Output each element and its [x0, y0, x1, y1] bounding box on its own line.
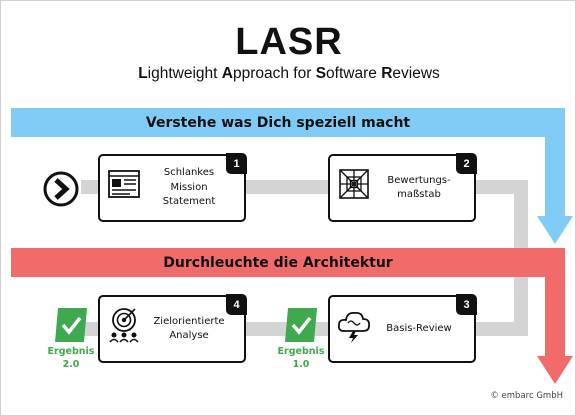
chevron-right-circle-icon — [43, 171, 79, 207]
subtitle-initial-l: L — [138, 65, 148, 82]
step-4-targeted-analysis: 4 Zielorientierte Analyse — [98, 294, 247, 363]
band-examine: Durchleuchte die Architektur — [11, 248, 545, 277]
step-2-number: 2 — [456, 153, 477, 174]
subtitle-initial-a: A — [221, 65, 233, 82]
subtitle-word-r: eviews — [392, 65, 440, 82]
subtitle-word-a: pproach for — [232, 65, 316, 82]
web-grid-icon — [339, 169, 369, 199]
step-4-label: Zielorientierte Analyse — [153, 315, 225, 342]
step-3-base-review: 3 Basis-Review — [328, 294, 477, 363]
red-arrowhead — [537, 356, 573, 384]
target-team-icon — [109, 308, 139, 343]
step-1-number: 1 — [226, 153, 247, 174]
subtitle-word-l: ightweight — [147, 65, 222, 82]
step-2-evaluation-scale: 2 Bewertungs- maßstab — [328, 153, 477, 222]
band-blue-connector — [545, 108, 565, 218]
band-red-connector — [545, 248, 565, 358]
subtitle-initial-r: R — [381, 65, 393, 82]
storm-cloud-icon — [337, 311, 371, 343]
band-understand: Verstehe was Dich speziell macht — [11, 108, 545, 137]
step-1-label: Schlankes Mission Statement — [162, 167, 216, 208]
step-3-number: 3 — [456, 294, 477, 315]
step-1-mission-statement: 1 Schlankes Mission Statement — [98, 153, 247, 222]
result-2-label: Ergebnis 2.0 — [47, 346, 95, 370]
document-layout-icon — [108, 170, 140, 198]
blue-arrowhead — [537, 216, 573, 244]
result-1-check-icon — [285, 308, 317, 342]
result-2-check-icon — [55, 308, 87, 342]
result-1-label: Ergebnis 1.0 — [277, 346, 325, 370]
copyright-notice: © embarc GmbH — [490, 391, 563, 401]
page-subtitle: Lightweight Approach for Software Review… — [1, 65, 575, 83]
step-3-label: Basis-Review — [386, 322, 452, 334]
step-4-number: 4 — [226, 294, 247, 315]
step-2-label: Bewertungs- maßstab — [387, 174, 451, 201]
subtitle-initial-s: S — [315, 65, 327, 82]
subtitle-word-s: oftware — [326, 65, 382, 82]
page-title: LASR — [235, 21, 343, 63]
